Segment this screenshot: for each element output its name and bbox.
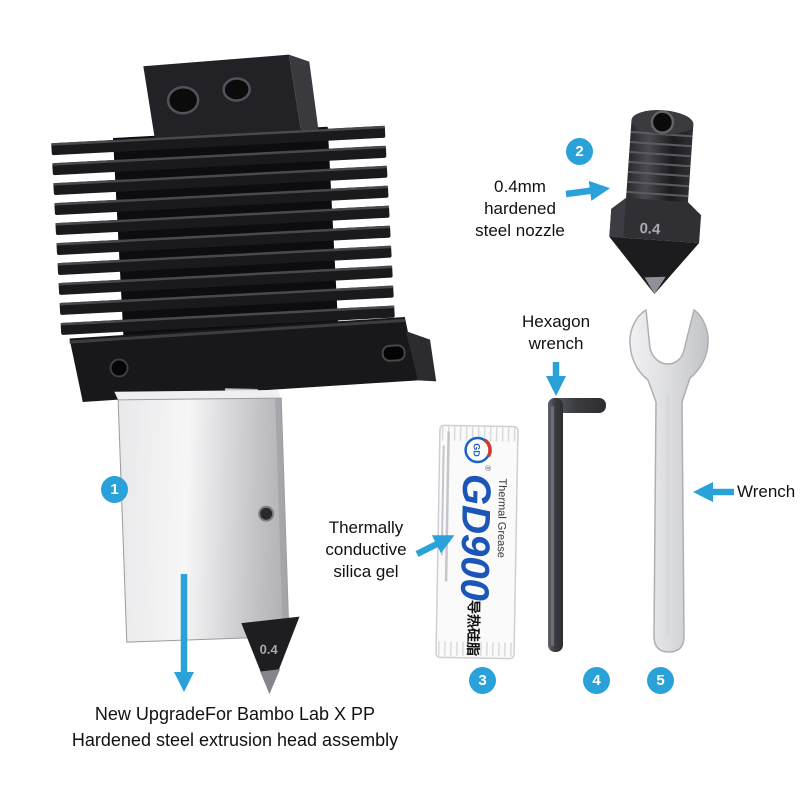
grease-subtitle-text: Thermal Grease [495, 478, 508, 558]
grease-label-line1: Thermally [328, 518, 404, 537]
grease-packet-print: GD ® GD900 Thermal Grease 导热硅脂 [440, 431, 508, 656]
heatsink [51, 54, 437, 402]
grease-packet-illustration: GD ® GD900 Thermal Grease 导热硅脂 [435, 424, 519, 660]
callout-arrows [173, 180, 734, 693]
badge-1-assembly: 1 [101, 476, 128, 503]
arrow-to-steel-nozzle [565, 180, 610, 201]
hex-wrench-label: Hexagon wrench [500, 311, 612, 355]
hex-wrench-illustration [548, 398, 606, 652]
steel-nozzle-marking: 0.4 [639, 220, 662, 238]
badge-3-grease: 3 [469, 667, 496, 694]
hex-wrench-label-line2: wrench [528, 334, 584, 353]
grease-label: Thermally conductive silica gel [300, 517, 432, 583]
arrow-to-grease [415, 535, 455, 557]
grease-label-line2: conductive [325, 540, 407, 559]
grease-chinese-text: 导热硅脂 [465, 600, 482, 656]
grease-brand-text: GD900 [452, 474, 498, 601]
product-caption-line1: New UpgradeFor Bambo Lab X PP [94, 704, 376, 724]
steel-nozzle-label-line2: hardened [484, 199, 556, 218]
steel-nozzle-illustration: 0.4 [609, 110, 702, 295]
badge-2-nozzle: 2 [566, 138, 593, 165]
grease-reg-mark: ® [483, 465, 492, 471]
grease-label-line3: silica gel [333, 562, 399, 581]
badge-4-hex-wrench: 4 [583, 667, 610, 694]
badge-5-wrench: 5 [647, 667, 674, 694]
spanner-label: Wrench [737, 481, 800, 503]
product-caption-line2: Hardened steel extrusion head assembly [71, 730, 399, 750]
grease-logo-text: GD [471, 443, 481, 457]
product-caption: New UpgradeFor Bambo Lab X PP Hardened s… [25, 701, 445, 753]
steel-nozzle-label-line1: 0.4mm [494, 177, 546, 196]
spanner-label-text: Wrench [737, 482, 796, 501]
steel-nozzle-label: 0.4mm hardened steel nozzle [448, 176, 592, 242]
spanner-wrench-illustration [629, 308, 709, 653]
heatsink-fins [51, 125, 395, 335]
extrusion-head-assembly-illustration: 0.4 [51, 54, 437, 694]
steel-nozzle-label-line3: steel nozzle [475, 221, 565, 240]
assembly-nozzle-marking: 0.4 [259, 642, 278, 657]
hex-wrench-label-line1: Hexagon [521, 312, 591, 331]
heater-block: 0.4 [114, 388, 300, 694]
